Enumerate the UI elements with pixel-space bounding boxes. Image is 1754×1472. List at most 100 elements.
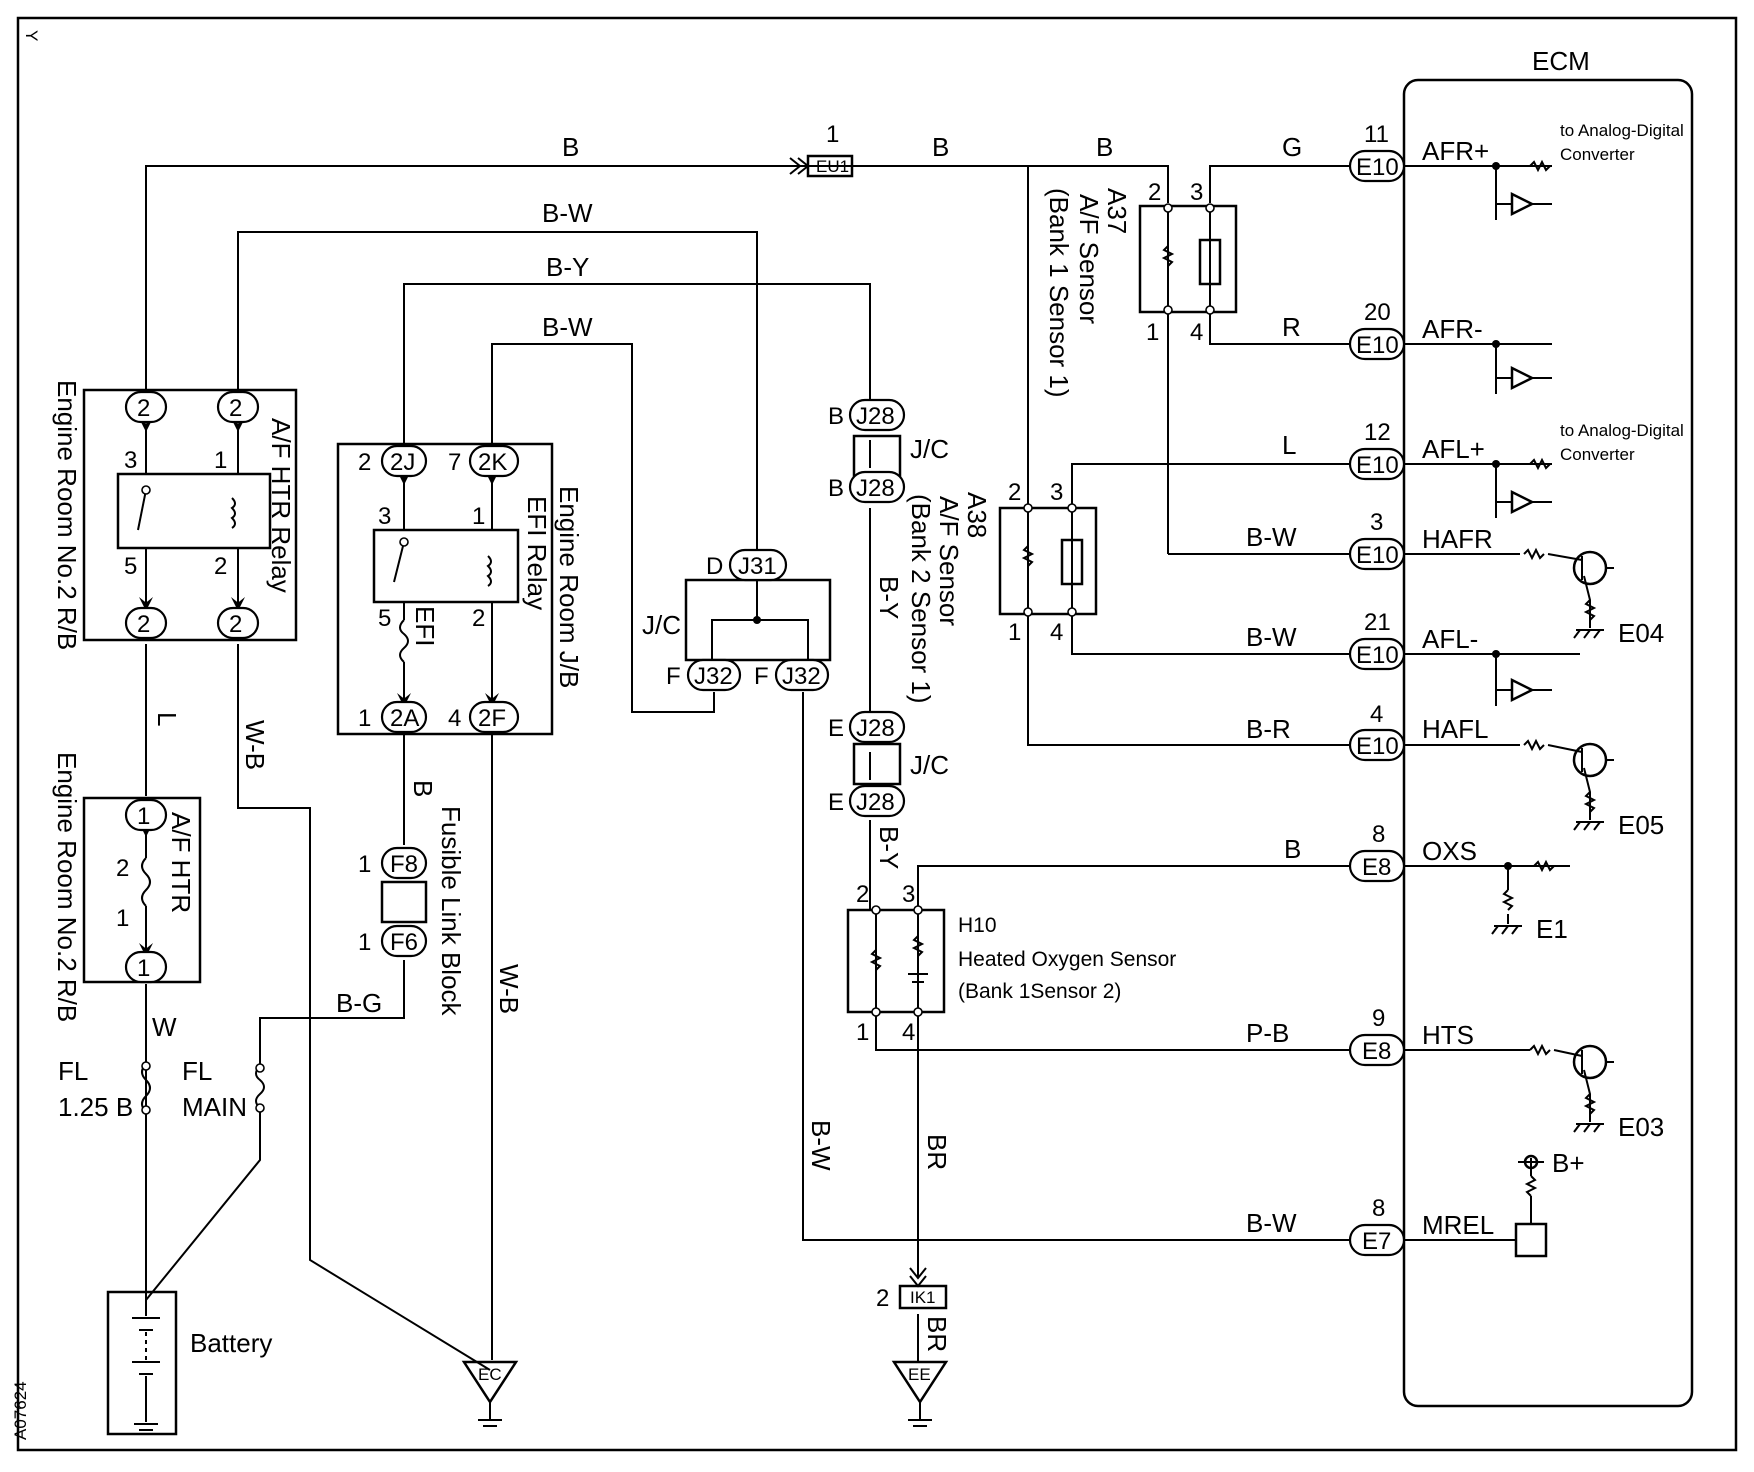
svg-text:B-Y: B-Y [874, 826, 904, 869]
ecm-terminal-afr-plus: E10 11 AFR+ [1348, 121, 1489, 183]
svg-text:Engine Room J/B: Engine Room J/B [554, 486, 584, 688]
ground-ee: EE [891, 1360, 949, 1427]
connector-ik1: IK1 2 [876, 1267, 948, 1312]
ecm-terminal-hafr: E10 3 HAFR [1348, 509, 1493, 571]
svg-text:2: 2 [137, 395, 150, 422]
svg-text:E10: E10 [1356, 642, 1399, 669]
ecm-terminal-hts: E8 9 HTS [1348, 1005, 1474, 1067]
svg-text:J/C: J/C [642, 610, 681, 640]
ecm-terminal-afl-minus: E10 21 AFL- [1348, 609, 1478, 671]
svg-text:3: 3 [1190, 179, 1203, 206]
svg-text:BR: BR [922, 1316, 952, 1352]
svg-text:ECM: ECM [1532, 46, 1590, 76]
svg-text:1: 1 [1008, 619, 1021, 646]
svg-text:BR: BR [922, 1134, 952, 1170]
svg-text:2: 2 [358, 449, 371, 476]
svg-text:F: F [666, 663, 681, 690]
svg-text:3: 3 [1370, 509, 1383, 536]
svg-text:20: 20 [1364, 299, 1391, 326]
svg-text:3: 3 [1050, 479, 1063, 506]
svg-text:J28: J28 [856, 715, 895, 742]
svg-text:8: 8 [1372, 1195, 1385, 1222]
svg-text:FL: FL [182, 1056, 212, 1086]
svg-text:4: 4 [902, 1019, 915, 1046]
svg-text:E8: E8 [1362, 854, 1391, 881]
svg-text:3: 3 [902, 881, 915, 908]
svg-text:E1: E1 [1536, 914, 1568, 944]
svg-text:D: D [706, 553, 723, 580]
svg-text:L: L [152, 712, 182, 726]
svg-text:4: 4 [448, 705, 461, 732]
svg-text:2A: 2A [390, 705, 419, 732]
svg-text:B: B [828, 475, 844, 502]
svg-text:A/F HTR: A/F HTR [166, 812, 196, 913]
svg-text:E: E [828, 715, 844, 742]
ecm-terminal-oxs: E8 8 OXS [1348, 821, 1477, 883]
svg-text:B: B [1096, 132, 1113, 162]
svg-text:E10: E10 [1356, 452, 1399, 479]
svg-text:W-B: W-B [240, 720, 270, 770]
svg-text:9: 9 [1372, 1005, 1385, 1032]
svg-text:2: 2 [1148, 179, 1161, 206]
corner-mark: Y [22, 30, 41, 41]
sensor-a37: 2 3 1 4 A37 A/F Sensor (Bank 1 Sensor 1) [1044, 179, 1238, 398]
diagram-frame [16, 16, 1738, 1452]
svg-text:4: 4 [1050, 619, 1063, 646]
svg-text:B-W: B-W [1246, 1208, 1297, 1238]
svg-text:EU1: EU1 [816, 157, 849, 176]
svg-text:E03: E03 [1618, 1112, 1664, 1142]
svg-text:EFI: EFI [410, 606, 440, 646]
svg-text:P-B: P-B [1246, 1018, 1289, 1048]
svg-text:5: 5 [378, 605, 391, 632]
svg-text:EFI Relay: EFI Relay [522, 496, 552, 610]
svg-text:2K: 2K [478, 449, 507, 476]
svg-text:2: 2 [856, 881, 869, 908]
svg-text:AFL+: AFL+ [1422, 434, 1485, 464]
svg-text:B: B [408, 780, 438, 797]
svg-text:EC: EC [478, 1365, 502, 1384]
svg-text:Heated Oxygen Sensor: Heated Oxygen Sensor [958, 948, 1176, 971]
svg-text:HTS: HTS [1422, 1020, 1474, 1050]
svg-text:B+: B+ [1552, 1148, 1585, 1178]
svg-text:2: 2 [1008, 479, 1021, 506]
svg-text:2: 2 [876, 1285, 889, 1312]
svg-text:A37: A37 [1102, 188, 1132, 234]
svg-text:A38: A38 [962, 492, 992, 538]
svg-text:7: 7 [448, 449, 461, 476]
svg-text:1: 1 [826, 121, 839, 148]
svg-text:11: 11 [1364, 121, 1389, 148]
svg-text:Engine Room No.2 R/B: Engine Room No.2 R/B [52, 380, 82, 650]
svg-text:E10: E10 [1356, 332, 1399, 359]
svg-text:2F: 2F [478, 705, 506, 732]
svg-text:Engine Room No.2 R/B: Engine Room No.2 R/B [52, 752, 82, 1022]
ecm-ground-labels: E04 E05 E1 E03 B+ [1536, 618, 1664, 1178]
svg-text:E04: E04 [1618, 618, 1664, 648]
svg-text:F6: F6 [390, 929, 418, 956]
ecm-internal-circuits [1491, 159, 1614, 1258]
af-htr-relay: 2 2 2 2 3 1 5 2 A/F HTR Relay Engine Roo… [52, 380, 298, 650]
fusible-link-fl-125: FL 1.25 B [58, 1056, 151, 1122]
svg-text:J/C: J/C [910, 434, 949, 464]
sensor-h10: 2 3 1 4 H10 Heated Oxygen Sensor (Bank 1… [846, 881, 1176, 1046]
svg-text:EE: EE [908, 1365, 931, 1384]
svg-text:E10: E10 [1356, 733, 1399, 760]
ecm-terminal-hafl: E10 4 HAFL [1348, 701, 1488, 762]
svg-text:2J: 2J [390, 449, 415, 476]
svg-text:E7: E7 [1362, 1228, 1391, 1255]
junction-connector-j28-bottom: E J28 E J28 J/C [828, 710, 949, 818]
svg-text:E10: E10 [1356, 542, 1399, 569]
svg-text:B-W: B-W [1246, 522, 1297, 552]
svg-text:OXS: OXS [1422, 836, 1477, 866]
svg-text:B-W: B-W [542, 312, 593, 342]
svg-text:B: B [932, 132, 949, 162]
svg-text:J32: J32 [694, 663, 733, 690]
svg-text:1.25 B: 1.25 B [58, 1092, 133, 1122]
junction-connector-j31: D J31 F J32 F J32 J/C [642, 548, 832, 692]
svg-text:E05: E05 [1618, 810, 1664, 840]
svg-text:2: 2 [472, 605, 485, 632]
svg-text:B-W: B-W [542, 198, 593, 228]
svg-text:F8: F8 [390, 851, 418, 878]
svg-text:E10: E10 [1356, 154, 1399, 181]
svg-text:H10: H10 [958, 914, 997, 937]
svg-text:1: 1 [1146, 319, 1159, 346]
